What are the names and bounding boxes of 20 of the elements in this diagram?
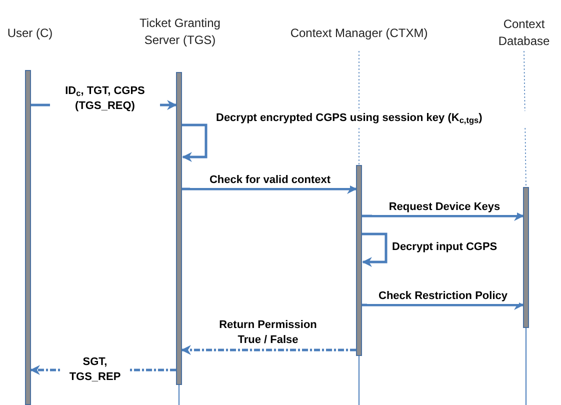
lifeline	[358, 50, 360, 166]
message-label: Check for valid context	[190, 173, 350, 188]
participant-label: User (C)	[5, 15, 55, 51]
activation-bar	[25, 70, 31, 405]
self-message-arrow	[362, 232, 388, 267]
message-label: Request Device Keys	[372, 200, 517, 215]
message-arrow	[182, 184, 357, 194]
activation-bar	[523, 187, 529, 328]
lifeline	[524, 50, 526, 188]
message-arrow	[181, 345, 356, 355]
message-arrow	[362, 211, 524, 221]
participant-label: Context Database	[488, 15, 560, 51]
message-arrow	[362, 300, 524, 310]
message-label: Check Restriction Policy	[367, 289, 519, 304]
participant-label: Ticket Granting Server (TGS)	[128, 5, 232, 59]
activation-bar	[176, 72, 182, 385]
participant-label: Context Manager (CTXM)	[289, 15, 429, 51]
activation-bar	[356, 165, 362, 356]
message-label: ID$_{c}$, TGT, CGPS (TGS_REQ)	[50, 84, 160, 114]
self-message-arrow	[182, 124, 208, 162]
